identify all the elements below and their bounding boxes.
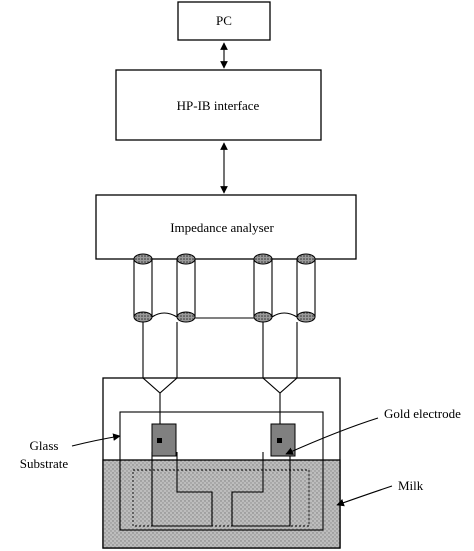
contact-point-right [277,438,282,443]
hpib-interface-box: HP-IB interface [115,69,322,141]
glass-label-line1: Glass [30,438,59,453]
glass-label-line2: Substrate [20,456,69,471]
gold-electrode-label: Gold electrode [384,406,461,421]
impedance-analyser-box: Impedance analyser [95,194,357,260]
impedance-analyser-label: Impedance analyser [170,220,274,235]
coax-cable-4 [296,253,316,323]
gold-electrode-annotation: Gold electrode [285,406,461,455]
pc-box: PC [177,1,271,41]
milk-region [102,459,341,549]
coax-cable-3 [253,253,273,323]
hpib-interface-label: HP-IB interface [177,98,260,113]
glass-substrate [119,411,324,531]
gold-electrode-pad-left [151,423,177,457]
gold-electrode-tracks [132,452,310,527]
electrode-leads [142,322,298,440]
milk-label: Milk [398,478,424,493]
pc-label: PC [216,13,232,28]
milk-annotation: Milk [336,478,424,507]
coaxial-cables [133,253,316,323]
contact-point-left [157,438,162,443]
coax-cable-1 [133,253,153,323]
coax-cable-2 [176,253,196,323]
glass-substrate-annotation: Glass Substrate [20,433,121,471]
